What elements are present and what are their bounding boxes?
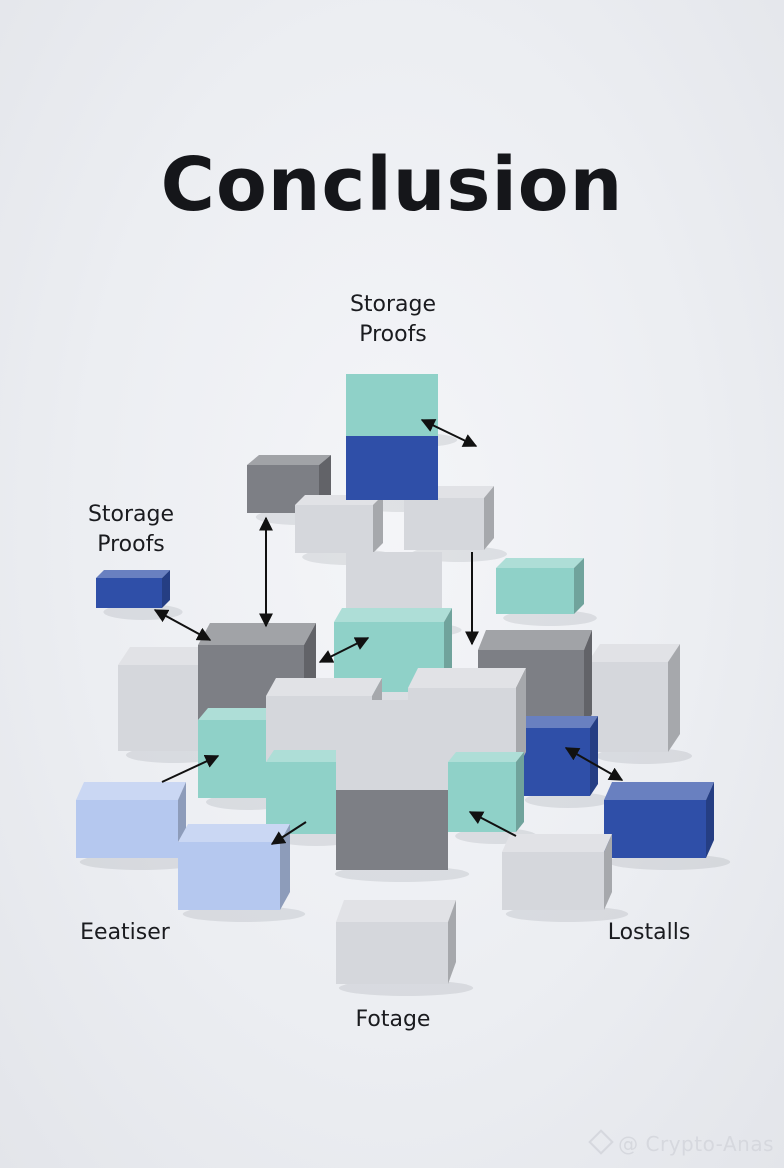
cube-teal-mid-low	[266, 750, 346, 834]
cube-lightblue-center-left	[178, 824, 290, 910]
cube-white-far-right	[588, 644, 680, 752]
cube-teal-center-top	[334, 608, 452, 622]
cube-blue-far-right	[604, 782, 714, 858]
cube-blue-far-right-top	[604, 782, 714, 800]
cube-white-bottom-front	[336, 922, 448, 984]
cube-teal-left-low-front	[198, 720, 268, 798]
cube-lightblue-left-top	[76, 782, 186, 800]
watermark: @ Crypto-Anas	[592, 1132, 774, 1156]
cube-white-lower-right-front	[502, 852, 604, 910]
cube-teal-right-floating-top	[496, 558, 584, 568]
cube-lightblue-left	[76, 782, 186, 858]
cube-teal-right-floating-front	[496, 568, 574, 614]
cube-blue-far-right-front	[604, 800, 706, 858]
cube-white-lower-right-top	[502, 834, 612, 852]
cube-teal-right-floating	[496, 558, 584, 614]
cube-blue-right-stack-top	[518, 716, 598, 728]
cube-blue-top-stack-front	[346, 432, 438, 500]
watermark-diamond-icon	[588, 1129, 613, 1154]
cube-white-far-left-front	[118, 665, 198, 751]
cube-blue-small-left-front	[96, 578, 162, 608]
cube-teal-top-stack	[346, 374, 438, 436]
cube-white-far-right-side	[668, 644, 680, 752]
cube-white-upper-1-side	[373, 495, 383, 553]
cube-white-upper-2-front	[404, 498, 484, 550]
cube-lightblue-left-front	[76, 800, 178, 858]
cube-white-mid-right-top	[408, 668, 526, 688]
arrow-left-small-cube	[155, 610, 210, 640]
cube-white-center-front-front	[336, 700, 448, 804]
cube-group	[76, 374, 714, 984]
cube-white-far-right-top	[588, 644, 680, 662]
cube-teal-mid-low-top	[266, 750, 346, 762]
cube-gray-right-top	[478, 630, 592, 650]
cube-white-far-left-top	[118, 647, 210, 665]
watermark-text: @ Crypto-Anas	[618, 1132, 774, 1156]
cube-blue-right-stack-front	[518, 728, 590, 796]
cube-teal-mid-low-front	[266, 762, 338, 834]
cube-white-lower-right	[502, 834, 612, 910]
cube-white-center-front	[336, 700, 448, 804]
cube-teal-top-stack-front	[346, 374, 438, 436]
cube-white-far-left	[118, 647, 210, 751]
cube-white-upper-1-front	[295, 505, 373, 553]
cube-blue-small-left-top	[96, 570, 170, 578]
cube-lightblue-center-left-front	[178, 842, 280, 910]
cube-gray-center-front	[336, 790, 448, 870]
cube-gray-center-front-front	[336, 790, 448, 870]
cube-gray-left-top	[198, 623, 316, 645]
cube-gray-upper-left-top	[247, 455, 331, 465]
cube-white-far-right-front	[588, 662, 668, 752]
cube-blue-right-stack	[518, 716, 598, 796]
cube-white-bottom	[336, 900, 456, 984]
cube-white-mid-left-top	[266, 678, 382, 696]
cube-teal-right-low-side	[516, 752, 524, 832]
cube-teal-right-low-front	[448, 762, 516, 832]
cube-white-upper-1	[295, 495, 383, 553]
cube-blue-right-stack-side	[590, 716, 598, 796]
cube-lightblue-center-left-top	[178, 824, 290, 842]
cube-blue-small-left	[96, 570, 170, 608]
cube-teal-right-low-top	[448, 752, 524, 762]
cube-white-bottom-top	[336, 900, 456, 922]
cube-blue-top-stack	[346, 432, 438, 500]
